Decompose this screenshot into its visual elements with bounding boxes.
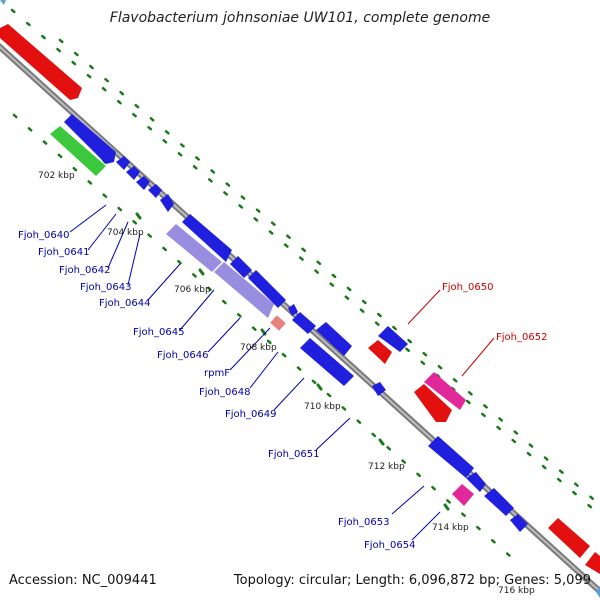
purple-feature-1 (166, 224, 222, 272)
tick-label-708: 708 kbp (240, 343, 277, 353)
gene-label-fjoh-0646[interactable]: Fjoh_0646 (157, 350, 208, 361)
gene-label-fjoh-0649[interactable]: Fjoh_0649 (225, 409, 276, 420)
forward-strand-features (64, 114, 528, 532)
gene-label-rpmf[interactable]: rpmF (204, 368, 230, 379)
gene-label-fjoh-0643[interactable]: Fjoh_0643 (80, 282, 131, 293)
accession-text: Accession: NC_009441 (9, 573, 157, 588)
cds-arrow-fjoh-0650-partner (368, 340, 392, 364)
map-title: Flavobacterium johnsoniae UW101, complet… (109, 10, 491, 26)
cds-arrow-fjoh-0653 (428, 436, 474, 478)
cds-arrow-fjoh-0643 (136, 176, 150, 190)
cds-arrow-fjoh-0646 (230, 256, 252, 278)
tick-label-714: 714 kbp (432, 523, 469, 533)
purple-feature-2 (214, 262, 274, 318)
cds-arrow-top-left (0, 24, 82, 100)
gene-label-fjoh-0648[interactable]: Fjoh_0648 (199, 387, 250, 398)
gene-label-fjoh-0651[interactable]: Fjoh_0651 (268, 449, 319, 460)
genome-summary-text: Topology: circular; Length: 6,096,872 bp… (233, 573, 591, 588)
upper-dotted-guide (58, 38, 600, 507)
reverse-strand-features (0, 24, 600, 574)
rrna-feature (50, 126, 106, 176)
tick-label-710: 710 kbp (304, 402, 341, 412)
cds-arrow-rpmf (288, 304, 298, 316)
tick-label-704: 704 kbp (107, 228, 144, 238)
cds-arrow-fjoh-0651 (372, 382, 386, 396)
pink-features (270, 315, 474, 506)
inner-dotted-guide (12, 113, 522, 567)
rpmf-feature (270, 315, 286, 331)
gene-label-fjoh-0641[interactable]: Fjoh_0641 (38, 247, 89, 258)
cds-arrow-fjoh-0649b (316, 322, 352, 356)
cds-arrow-fjoh-0652-pink (424, 372, 466, 410)
gene-label-fjoh-0653[interactable]: Fjoh_0653 (338, 517, 389, 528)
cds-arrow-bottom-right-2 (585, 552, 600, 574)
gene-label-fjoh-0640[interactable]: Fjoh_0640 (18, 230, 69, 241)
gene-label-fjoh-0644[interactable]: Fjoh_0644 (99, 298, 150, 309)
gene-label-fjoh-0642[interactable]: Fjoh_0642 (59, 265, 110, 276)
tick-label-712: 712 kbp (368, 462, 405, 472)
tick-label-716: 716 kbp (498, 586, 535, 596)
cds-arrow-fjoh-0645 (182, 214, 232, 262)
cds-arrow-fjoh-0641 (116, 156, 130, 170)
nav-marker-icon (0, 0, 6, 5)
gene-label-fjoh-0652[interactable]: Fjoh_0652 (496, 332, 547, 343)
cds-arrow-fjoh-0646b (248, 270, 286, 308)
purple-features (166, 224, 274, 318)
gene-label-fjoh-0645[interactable]: Fjoh_0645 (133, 327, 184, 338)
cds-arrow-fjoh-0654 (484, 488, 514, 516)
cds-arrow-fjoh-0640 (64, 114, 116, 164)
gene-label-fjoh-0654[interactable]: Fjoh_0654 (364, 540, 415, 551)
cds-arrow-fjoh-0648 (292, 312, 316, 334)
cds-arrow-bottom-right-1 (548, 518, 590, 558)
gene-label-fjoh-0650[interactable]: Fjoh_0650 (442, 282, 493, 293)
cds-arrow-fjoh-0644a (148, 184, 162, 198)
nav-marker-bottom-icon (596, 586, 600, 598)
tick-label-706: 706 kbp (174, 285, 211, 295)
cds-arrow-fjoh-0644b (160, 194, 174, 212)
cds-arrow-fjoh-0649 (300, 338, 354, 386)
gene-labels: Fjoh_0640 Fjoh_0641 Fjoh_0642 Fjoh_0643 … (18, 230, 547, 551)
cds-arrow-fjoh-0652 (414, 384, 452, 422)
tick-labels: 702 kbp 704 kbp 706 kbp 708 kbp 710 kbp … (38, 171, 535, 596)
tick-label-702: 702 kbp (38, 171, 75, 181)
outer-dotted-guide (10, 8, 600, 517)
cds-arrow-fjoh-0642 (126, 166, 140, 180)
cds-arrow-fjoh-0654b (510, 514, 528, 532)
cds-arrow-fjoh-0653b (466, 472, 486, 492)
dotted-guides (10, 8, 600, 567)
cds-arrow-fjoh-0653-pink (452, 484, 474, 506)
label-leader-lines (69, 204, 495, 541)
cds-arrow-fjoh-0650 (378, 326, 408, 352)
